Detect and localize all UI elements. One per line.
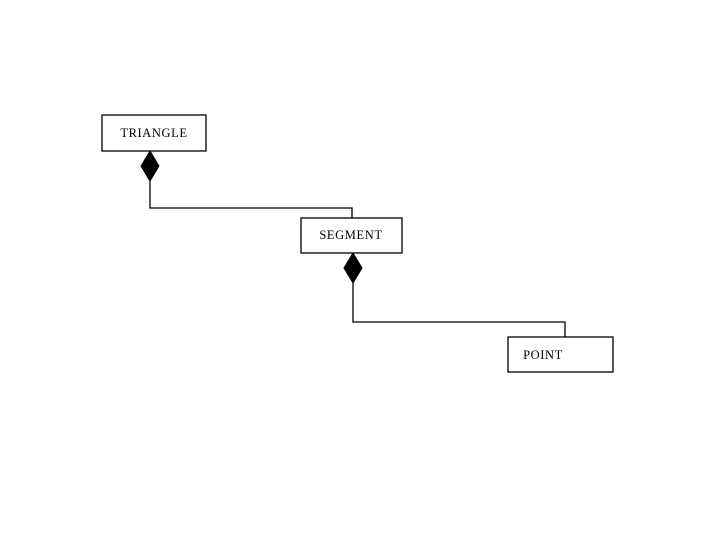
node-triangle-label: TRIANGLE [120,126,187,140]
composition-diamond-triangle [140,150,160,182]
connector-line-triangle-segment [149,181,353,218]
node-triangle-box [101,114,207,152]
node-point[interactable]: POINT [507,336,614,373]
node-point-label: POINT [523,348,563,362]
connector-segment-point[interactable] [343,252,566,337]
node-triangle[interactable]: TRIANGLE [101,114,207,152]
composition-diamond-segment [343,252,363,284]
connector-line-segment-point [352,283,566,337]
node-segment[interactable]: SEGMENT [300,217,403,254]
node-segment-box [300,217,403,254]
node-point-box [507,336,614,373]
node-segment-label: SEGMENT [319,228,382,242]
connector-triangle-segment[interactable] [140,150,353,218]
